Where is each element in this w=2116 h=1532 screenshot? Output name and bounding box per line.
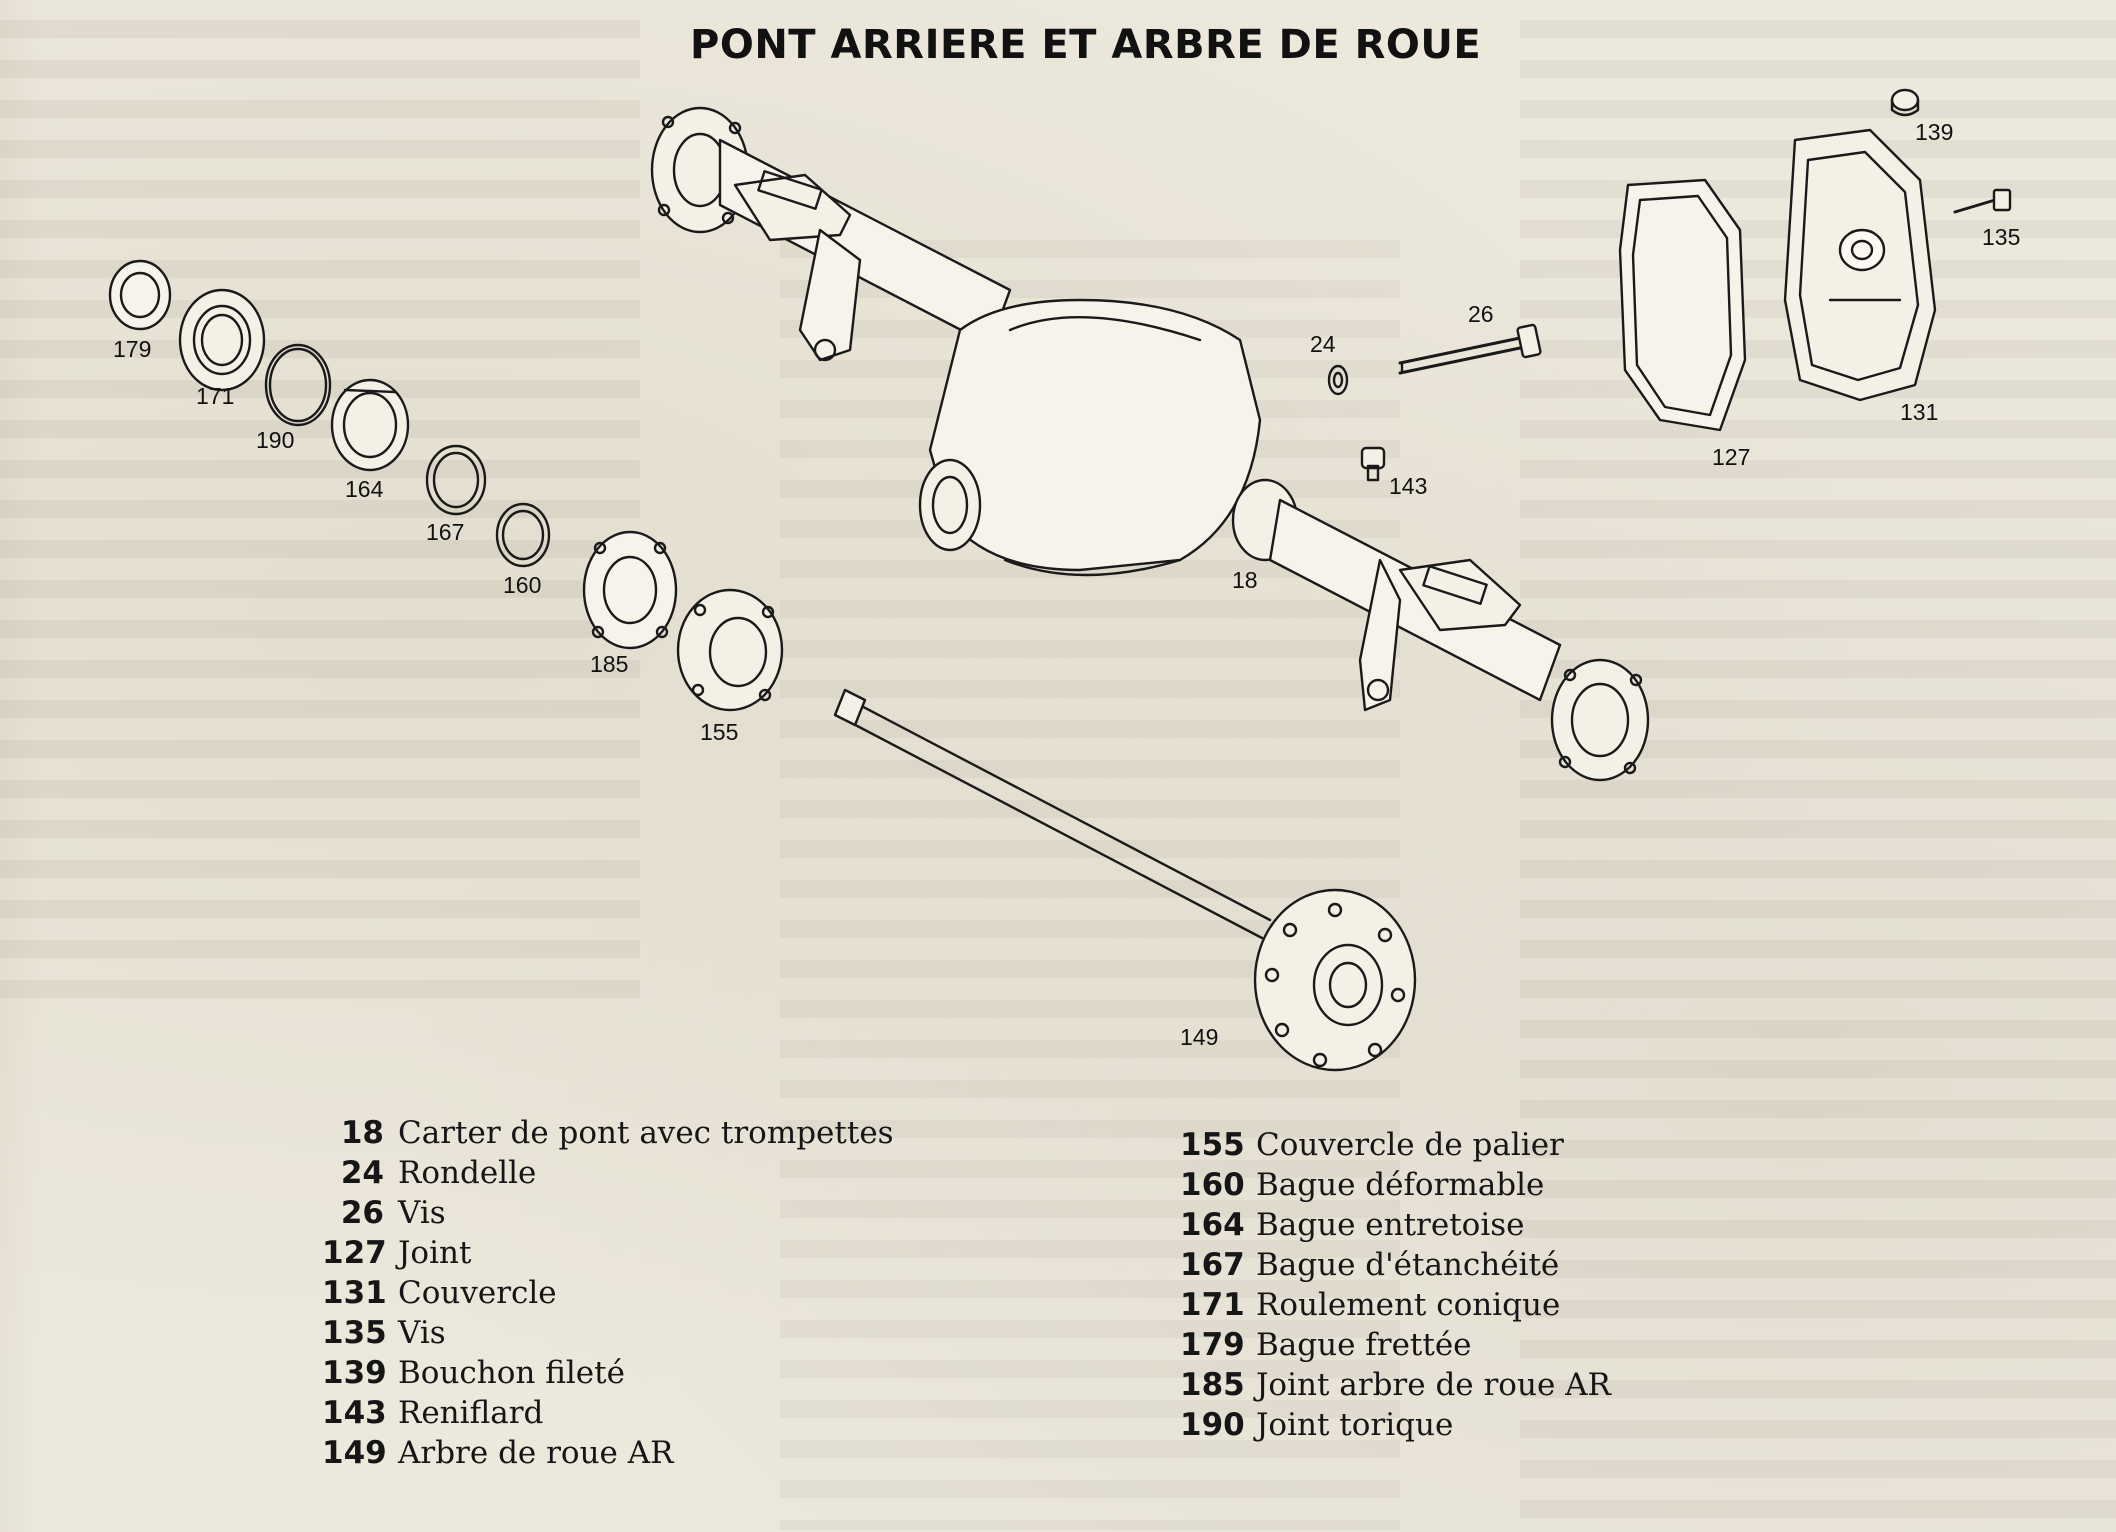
legend-number: 143 <box>322 1395 387 1431</box>
legend-label: Couvercle <box>398 1275 557 1311</box>
legend-label: Arbre de roue AR <box>398 1435 674 1471</box>
ring-179-part <box>108 259 172 331</box>
legend-label: Bouchon fileté <box>398 1355 625 1391</box>
bearing-cover-155-part <box>676 588 784 712</box>
legend-number: 127 <box>322 1235 387 1271</box>
callout-171: 171 <box>196 383 234 409</box>
o-ring-190-part <box>264 343 332 427</box>
legend-label: Bague frettée <box>1256 1327 1472 1363</box>
legend-number: 179 <box>1180 1327 1245 1363</box>
callout-190: 190 <box>256 427 294 453</box>
legend-label: Reniflard <box>398 1395 544 1431</box>
legend-number: 149 <box>322 1435 387 1471</box>
callout-185: 185 <box>590 651 628 677</box>
legend-number: 171 <box>1180 1287 1245 1323</box>
bleed-through-text-left <box>0 20 640 1020</box>
legend-item: 160 Bague déformable <box>1180 1165 1611 1205</box>
legend-label: Vis <box>398 1195 446 1231</box>
spacer-164-part <box>330 378 410 472</box>
legend-number: 24 <box>340 1155 384 1191</box>
legend-item: 185 Joint arbre de roue AR <box>1180 1365 1611 1405</box>
callout-139: 139 <box>1915 119 1953 145</box>
legend-label: Bague d'étanchéité <box>1256 1247 1560 1283</box>
legend-number: 139 <box>322 1355 387 1391</box>
legend-item: 190 Joint torique <box>1180 1405 1611 1445</box>
legend-label: Roulement conique <box>1256 1287 1561 1323</box>
callout-164: 164 <box>345 476 384 502</box>
parts-legend-right: 155 Couvercle de palier 160 Bague déformab… <box>1180 1125 1611 1445</box>
callout-131: 131 <box>1900 399 1938 425</box>
callout-155: 155 <box>700 719 738 745</box>
legend-item: 164 Bague entretoise <box>1180 1205 1611 1245</box>
callout-143: 143 <box>1389 473 1427 499</box>
breather-part <box>1360 446 1386 482</box>
cover-part <box>1783 128 1937 402</box>
legend-label: Rondelle <box>398 1155 537 1191</box>
legend-label: Joint <box>398 1235 472 1271</box>
callout-160: 160 <box>503 572 541 598</box>
callout-26: 26 <box>1468 301 1494 327</box>
legend-item: 135 Vis <box>322 1313 894 1353</box>
screw-small-part <box>1953 188 2012 214</box>
legend-item: 131 Couvercle <box>322 1273 894 1313</box>
legend-label: Bague entretoise <box>1256 1207 1525 1243</box>
gasket-part <box>1618 178 1747 432</box>
legend-number: 135 <box>322 1315 387 1351</box>
legend-label: Couvercle de palier <box>1256 1127 1564 1163</box>
legend-number: 160 <box>1180 1167 1245 1203</box>
legend-label: Carter de pont avec trompettes <box>398 1115 894 1151</box>
legend-item: 26 Vis <box>322 1193 894 1233</box>
legend-number: 167 <box>1180 1247 1245 1283</box>
legend-number: 18 <box>340 1115 384 1151</box>
screw-part <box>1398 323 1542 375</box>
axle-housing-part <box>650 106 1650 782</box>
legend-label: Vis <box>398 1315 446 1351</box>
legend-number: 185 <box>1180 1367 1245 1403</box>
legend-item: 155 Couvercle de palier <box>1180 1125 1611 1165</box>
legend-label: Bague déformable <box>1256 1167 1545 1203</box>
legend-item: 167 Bague d'étanchéité <box>1180 1245 1611 1285</box>
legend-item: 139 Bouchon fileté <box>322 1353 894 1393</box>
legend-number: 155 <box>1180 1127 1245 1163</box>
legend-item: 171 Roulement conique <box>1180 1285 1611 1325</box>
legend-number: 164 <box>1180 1207 1245 1243</box>
ring-160-part <box>495 502 551 568</box>
callout-135: 135 <box>1982 224 2020 250</box>
callout-149: 149 <box>1180 1024 1218 1050</box>
parts-legend-left: 18 Carter de pont avec trompettes 24 Ronde… <box>322 1113 894 1473</box>
page-title: PONT ARRIERE ET ARBRE DE ROUE <box>690 22 1482 68</box>
joint-185-part <box>582 530 678 650</box>
callout-24: 24 <box>1310 331 1336 357</box>
legend-item: 127 Joint <box>322 1233 894 1273</box>
legend-item: 24 Rondelle <box>322 1153 894 1193</box>
seal-167-part <box>425 444 487 516</box>
legend-number: 190 <box>1180 1407 1245 1443</box>
half-shaft-149-part <box>833 688 1417 1072</box>
legend-label: Joint arbre de roue AR <box>1256 1367 1611 1403</box>
legend-label: Joint torique <box>1256 1407 1454 1443</box>
plug-part <box>1890 88 1920 117</box>
legend-item: 143 Reniflard <box>322 1393 894 1433</box>
callout-18: 18 <box>1232 567 1258 593</box>
bearing-171-part <box>178 288 266 392</box>
callout-127: 127 <box>1712 444 1750 470</box>
legend-item: 149 Arbre de roue AR <box>322 1433 894 1473</box>
callout-179: 179 <box>113 336 151 362</box>
washer-part <box>1327 364 1349 396</box>
legend-number: 26 <box>340 1195 384 1231</box>
callout-167: 167 <box>426 519 464 545</box>
legend-number: 131 <box>322 1275 387 1311</box>
legend-item: 18 Carter de pont avec trompettes <box>322 1113 894 1153</box>
legend-item: 179 Bague frettée <box>1180 1325 1611 1365</box>
